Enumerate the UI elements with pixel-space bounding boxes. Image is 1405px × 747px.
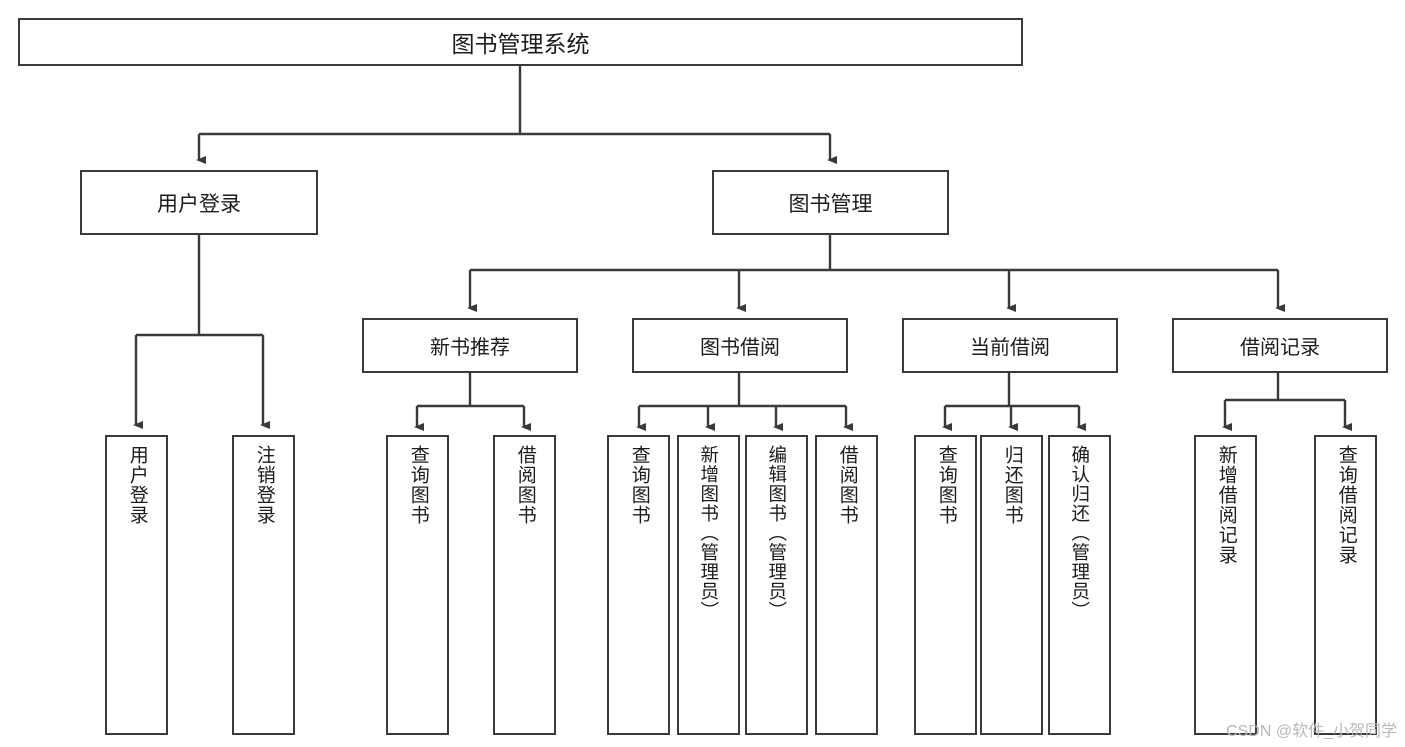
node-current-borrow[interactable]: 当前借阅 [902, 318, 1118, 373]
leaf-borrow-record-add-record[interactable]: 新增借阅记录 [1194, 435, 1257, 735]
leaf-book-borrow-query-book[interactable]: 查询图书 [607, 435, 670, 735]
leaf-label: 注销登录 [253, 445, 275, 525]
node-current-borrow-label: 当前借阅 [970, 337, 1050, 359]
node-root-label: 图书管理系统 [451, 31, 590, 57]
leaf-book-borrow-borrow-book[interactable]: 借阅图书 [815, 435, 878, 735]
leaf-label: 用户登录 [126, 445, 148, 525]
leaf-label: 编辑图书（管理员） [766, 445, 788, 621]
csdn-watermark: CSDN @软件_小贺同学 [1226, 723, 1397, 740]
node-book-borrow[interactable]: 图书借阅 [632, 318, 848, 373]
leaf-new-book-query-book[interactable]: 查询图书 [386, 435, 449, 735]
leaf-new-book-borrow-book[interactable]: 借阅图书 [493, 435, 556, 735]
leaf-book-borrow-edit-book-admin[interactable]: 编辑图书（管理员） [745, 435, 808, 735]
leaf-user-login-login[interactable]: 用户登录 [105, 435, 168, 735]
leaf-label: 确认归还（管理员） [1069, 445, 1091, 621]
node-user-login[interactable]: 用户登录 [80, 170, 318, 235]
leaf-label: 查询图书 [935, 445, 957, 525]
leaf-label: 借阅图书 [836, 445, 858, 525]
leaf-label: 查询图书 [628, 445, 650, 525]
node-borrow-record[interactable]: 借阅记录 [1172, 318, 1388, 373]
leaf-label: 借阅图书 [514, 445, 536, 525]
leaf-current-borrow-query-book[interactable]: 查询图书 [914, 435, 977, 735]
node-new-book-recommend-label: 新书推荐 [430, 337, 510, 359]
leaf-current-borrow-return-book[interactable]: 归还图书 [980, 435, 1043, 735]
leaf-book-borrow-add-book-admin[interactable]: 新增图书（管理员） [677, 435, 740, 735]
node-book-borrow-label: 图书借阅 [700, 337, 780, 359]
leaf-label: 查询借阅记录 [1335, 445, 1357, 565]
leaf-user-login-logout[interactable]: 注销登录 [232, 435, 295, 735]
leaf-label: 新增借阅记录 [1215, 445, 1237, 565]
node-user-login-label: 用户登录 [157, 192, 241, 216]
leaf-current-borrow-confirm-return-admin[interactable]: 确认归还（管理员） [1048, 435, 1111, 735]
leaf-borrow-record-query-record[interactable]: 查询借阅记录 [1314, 435, 1377, 735]
leaf-label: 归还图书 [1001, 445, 1023, 525]
node-book-management[interactable]: 图书管理 [712, 170, 949, 235]
node-borrow-record-label: 借阅记录 [1240, 337, 1320, 359]
node-new-book-recommend[interactable]: 新书推荐 [362, 318, 578, 373]
leaf-label: 新增图书（管理员） [698, 445, 720, 621]
node-book-management-label: 图书管理 [788, 192, 873, 216]
leaf-label: 查询图书 [407, 445, 429, 525]
node-root-book-management-system[interactable]: 图书管理系统 [18, 18, 1023, 66]
